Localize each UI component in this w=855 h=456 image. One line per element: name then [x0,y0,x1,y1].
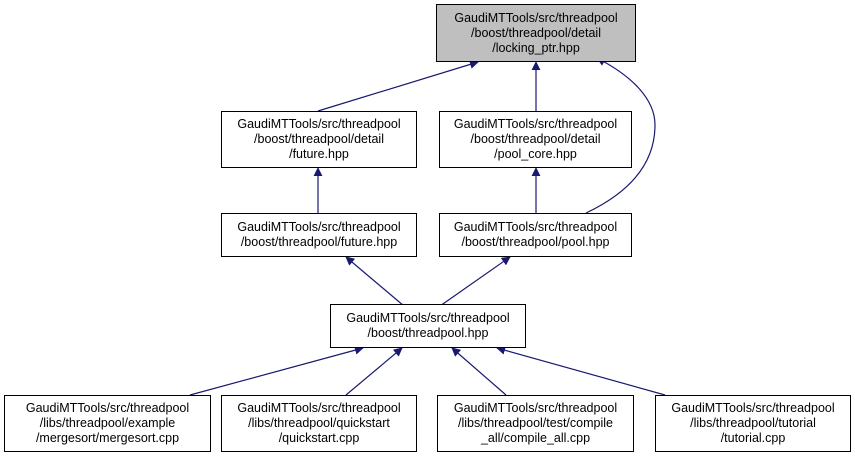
edge-mergesort-to-threadpool [189,345,364,396]
node-line: GaudiMTTools/src/threadpool [453,401,618,415]
edge-threadpool-to-pool [439,256,511,307]
node-line: GaudiMTTools/src/threadpool [237,117,401,131]
node-line: /boost/threadpool/detail [254,132,384,146]
node-line: /boost/threadpool/future.hpp [240,235,398,249]
node-line: /boost/threadpool/detail [471,25,601,40]
node-line: /libs/threadpool/test/compile [458,416,613,430]
edge-threadpool-to-future [345,256,405,307]
node-line: /tutorial.cpp [720,431,786,445]
node-line: GaudiMTTools/src/threadpool [453,220,618,234]
node-line: GaudiMTTools/src/threadpool [25,401,190,415]
node-tutorial-cpp[interactable]: GaudiMTTools/src/threadpool /libs/thread… [655,395,851,452]
node-line: GaudiMTTools/src/threadpool [454,10,618,25]
node-line: /libs/threadpool/quickstart [248,416,390,430]
node-locking-ptr-hpp: GaudiMTTools/src/threadpool /boost/threa… [436,4,636,62]
node-line: /boost/threadpool.hpp [367,326,489,340]
edge-tutorial-to-threadpool [496,345,666,396]
node-line: GaudiMTTools/src/threadpool [453,117,618,131]
node-detail-future-hpp[interactable]: GaudiMTTools/src/threadpool /boost/threa… [221,111,417,168]
node-line: /boost/threadpool/detail [470,132,601,146]
node-future-hpp[interactable]: GaudiMTTools/src/threadpool /boost/threa… [221,213,417,257]
node-line: /mergesort/mergesort.cpp [35,431,180,445]
node-line: _all/compile_all.cpp [480,431,591,445]
node-line: GaudiMTTools/src/threadpool [346,311,510,325]
edge-pool-to-locking-ptr [585,57,656,214]
node-line: /pool_core.hpp [494,147,577,161]
node-mergesort-cpp[interactable]: GaudiMTTools/src/threadpool /libs/thread… [4,395,211,452]
node-line: GaudiMTTools/src/threadpool [671,401,835,415]
node-line: GaudiMTTools/src/threadpool [237,401,401,415]
node-line: /future.hpp [289,147,349,161]
node-pool-hpp[interactable]: GaudiMTTools/src/threadpool /boost/threa… [439,213,632,257]
node-line: /quickstart.cpp [278,431,360,445]
node-pool-core-hpp[interactable]: GaudiMTTools/src/threadpool /boost/threa… [439,111,632,168]
edge-quickstart-to-threadpool [345,347,403,396]
node-line: /libs/threadpool/tutorial [690,416,816,430]
node-line: /libs/threadpool/example [39,416,176,430]
node-line: /locking_ptr.hpp [492,40,580,55]
node-quickstart-cpp[interactable]: GaudiMTTools/src/threadpool /libs/thread… [221,395,417,452]
node-line: GaudiMTTools/src/threadpool [237,220,401,234]
edge-future-detail-to-locking-ptr [317,60,479,112]
node-threadpool-hpp[interactable]: GaudiMTTools/src/threadpool /boost/threa… [330,304,526,348]
node-compile-all-cpp[interactable]: GaudiMTTools/src/threadpool /libs/thread… [437,395,634,452]
edge-compile-all-to-threadpool [451,347,507,396]
node-line: /boost/threadpool/pool.hpp [461,235,610,249]
